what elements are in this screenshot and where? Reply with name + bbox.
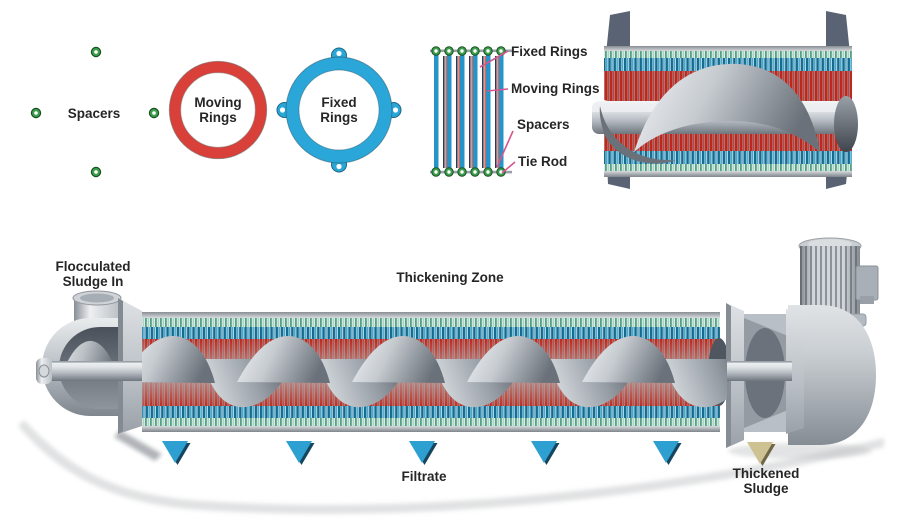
- spacers-label: Spacers: [67, 106, 121, 121]
- screw-cartridge: [592, 11, 858, 189]
- discharge-plate-rear: [786, 309, 804, 434]
- body-screen-bottom: [142, 418, 720, 427]
- cartridge-rim-bottom: [604, 171, 852, 177]
- fixed-ring: [276, 47, 402, 173]
- flow-arrows: [162, 441, 776, 466]
- filtrate-arrow-icon: [286, 441, 315, 465]
- screw-flight: [582, 335, 675, 383]
- stack-moving-ring-lines: [443, 56, 500, 168]
- cartridge-flight-lower: [599, 106, 676, 164]
- body-rim-bottom: [142, 426, 720, 432]
- drive-assembly: [788, 237, 879, 445]
- cartridge-shaft-end: [834, 96, 858, 152]
- moving-ring-label: Moving Rings: [194, 95, 242, 126]
- thickening-zone-label: Thickening Zone: [396, 270, 504, 285]
- inlet-label: Flocculated Sludge In: [55, 259, 131, 290]
- spacer-dot-icon: [90, 166, 102, 178]
- screw-flight: [237, 335, 330, 383]
- callout-fixed-rings-label: Fixed Rings: [511, 44, 588, 59]
- callout-leader-moving-rings: [486, 88, 509, 92]
- filtrate-arrow-icon: [409, 441, 438, 465]
- screw-flight: [467, 335, 560, 383]
- cartridge-flight-upper: [634, 63, 820, 152]
- spacer-dot-icon: [30, 107, 42, 119]
- cartridge-bracket-top-left: [606, 11, 630, 54]
- fixed-ring-label: Fixed Rings: [320, 95, 358, 126]
- filtrate-arrow-icon: [162, 441, 191, 465]
- body-screen-top: [142, 318, 720, 328]
- callout-spacers-label: Spacers: [517, 117, 570, 132]
- motor-junction-box: [855, 265, 879, 301]
- callout-leader-spacers: [496, 130, 514, 168]
- cartridge-screen-bottom: [604, 164, 852, 172]
- cartridge-bracket-top-right: [826, 11, 850, 54]
- cartridge-screw: [592, 63, 858, 164]
- stack-fixed-ring-lines: [434, 47, 504, 176]
- filtrate-label: Filtrate: [401, 469, 447, 484]
- callout-tie-rod-label: Tie Rod: [518, 154, 568, 169]
- body-fixed-rings-bottom: [142, 406, 720, 419]
- spacer-dots-group: [30, 46, 160, 178]
- callout-leader-tie-rod: [501, 161, 516, 174]
- spacer-dot-icon: [90, 46, 102, 58]
- moving-ring: [168, 60, 268, 160]
- cartridge-screen-top: [604, 51, 852, 59]
- screw-flight: [352, 335, 445, 383]
- filtrate-arrow-icon: [653, 441, 682, 465]
- spacer-dot-icon: [148, 107, 160, 119]
- filtrate-arrow-icon: [531, 441, 560, 465]
- outlet-label: Thickened Sludge: [732, 466, 800, 497]
- inlet-pipe: [72, 290, 122, 322]
- screw-flight: [663, 359, 727, 408]
- stack-spacer-dots: [431, 46, 506, 177]
- callout-leader-lines: [479, 50, 516, 174]
- sludge-arrow-icon: [747, 442, 776, 466]
- ring-stack: [430, 46, 516, 177]
- cartridge-rim-top: [604, 46, 852, 52]
- body-rim-top: [142, 312, 720, 319]
- screw-flights: [142, 335, 727, 408]
- callout-leader-fixed-rings: [479, 50, 509, 68]
- callout-moving-rings-label: Moving Rings: [511, 81, 600, 96]
- screw-flight: [142, 335, 215, 383]
- gearbox: [788, 305, 876, 445]
